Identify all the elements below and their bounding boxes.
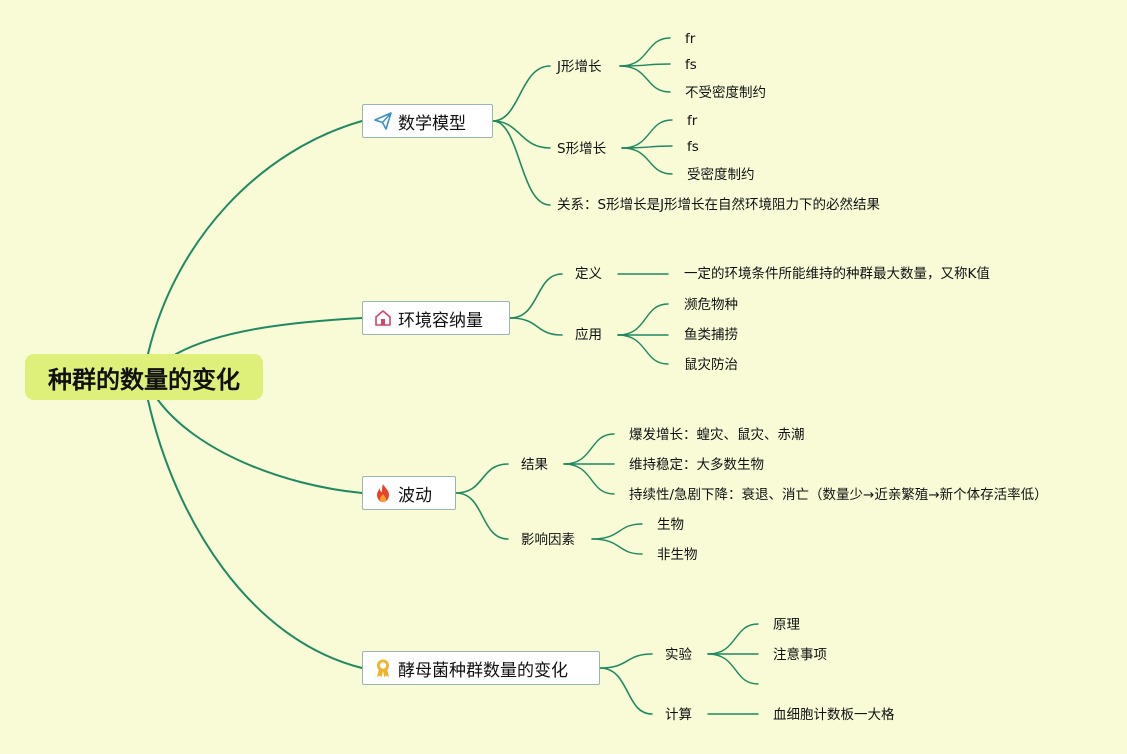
topic-definition[interactable]: 定义: [575, 266, 602, 282]
edge-root-capacity: [175, 317, 363, 355]
edge-capacity-definition: [509, 273, 563, 319]
leaf-j-fr[interactable]: fr: [685, 31, 696, 47]
edge-root-math: [147, 120, 363, 355]
leaf-j-density-independent[interactable]: 不受密度制约: [685, 85, 766, 101]
branch-label: 波动: [398, 485, 432, 506]
leaf-decline[interactable]: 持续性/急剧下降：衰退、消亡（数量少→近亲繁殖→新个体存活率低）: [629, 487, 1048, 503]
topic-application[interactable]: 应用: [575, 327, 602, 343]
leaf-outbreak[interactable]: 爆发增长：蝗灾、鼠灾、赤潮: [629, 427, 805, 443]
edge-result-outbreak: [563, 433, 615, 465]
branch-yeast-population[interactable]: 酵母菌种群数量的变化: [362, 651, 600, 685]
branch-carrying-capacity[interactable]: 环境容纳量: [362, 301, 510, 335]
leaf-hemocytometer[interactable]: 血细胞计数板一大格: [773, 707, 895, 723]
leaf-principle[interactable]: 原理: [773, 617, 800, 633]
leaf-s-fs[interactable]: fs: [687, 139, 699, 155]
edge-root-yeast: [147, 399, 363, 669]
branch-label: 酵母菌种群数量的变化: [398, 660, 568, 681]
leaf-s-fr[interactable]: fr: [687, 113, 698, 129]
edge-math-relation: [492, 120, 551, 206]
leaf-precautions[interactable]: 注意事项: [773, 647, 827, 663]
leaf-fishing[interactable]: 鱼类捕捞: [684, 327, 738, 343]
edge-result-decline: [563, 463, 615, 495]
edge-math-s: [492, 120, 551, 149]
leaf-k-value-definition[interactable]: 一定的环境条件所能维持的种群最大数量，又称K值: [684, 266, 990, 282]
edge-s-fr: [621, 119, 673, 149]
edge-app-endangered: [617, 303, 669, 336]
topic-relation[interactable]: 关系：S形增长是J形增长在自然环境阻力下的必然结果: [557, 197, 881, 213]
branch-math-model[interactable]: 数学模型: [362, 104, 493, 138]
topic-s-growth[interactable]: S形增长: [557, 141, 607, 157]
branch-label: 环境容纳量: [398, 310, 483, 331]
flame-icon: [373, 483, 393, 503]
leaf-stable[interactable]: 维持稳定：大多数生物: [629, 457, 764, 473]
topic-result[interactable]: 结果: [521, 457, 548, 473]
edge-exp-empty: [707, 653, 759, 685]
edge-fluct-factors: [455, 492, 509, 540]
topic-j-growth[interactable]: J形增长: [557, 59, 602, 75]
award-ribbon-icon: [373, 658, 393, 678]
leaf-s-density-dependent[interactable]: 受密度制约: [687, 167, 755, 183]
edge-capacity-application: [509, 317, 563, 336]
edge-factors-biotic: [591, 523, 643, 540]
edge-math-j: [492, 65, 551, 122]
edge-s-density: [621, 147, 673, 175]
edge-root-fluctuation: [157, 399, 363, 494]
root-topic[interactable]: 种群的数量的变化: [25, 354, 263, 400]
paper-plane-icon: [373, 111, 393, 131]
edge-app-rodent: [617, 334, 669, 365]
branch-fluctuation[interactable]: 波动: [362, 476, 456, 510]
edge-factors-abiotic: [591, 538, 643, 555]
leaf-rodent-control[interactable]: 鼠灾防治: [684, 357, 738, 373]
leaf-j-fs[interactable]: fs: [685, 57, 697, 73]
leaf-biotic[interactable]: 生物: [657, 517, 684, 533]
edge-j-density: [619, 65, 671, 93]
edge-j-fr: [619, 37, 671, 67]
edge-yeast-experiment: [599, 653, 653, 669]
topic-experiment[interactable]: 实验: [665, 647, 692, 663]
leaf-endangered-species[interactable]: 濒危物种: [684, 297, 738, 313]
topic-calculation[interactable]: 计算: [665, 707, 692, 723]
edge-yeast-calculation: [599, 667, 653, 715]
house-icon: [373, 308, 393, 328]
topic-factors[interactable]: 影响因素: [521, 532, 575, 548]
edge-fluct-result: [455, 463, 509, 494]
leaf-abiotic[interactable]: 非生物: [657, 547, 698, 563]
branch-label: 数学模型: [398, 113, 466, 134]
edge-exp-principle: [707, 623, 759, 655]
